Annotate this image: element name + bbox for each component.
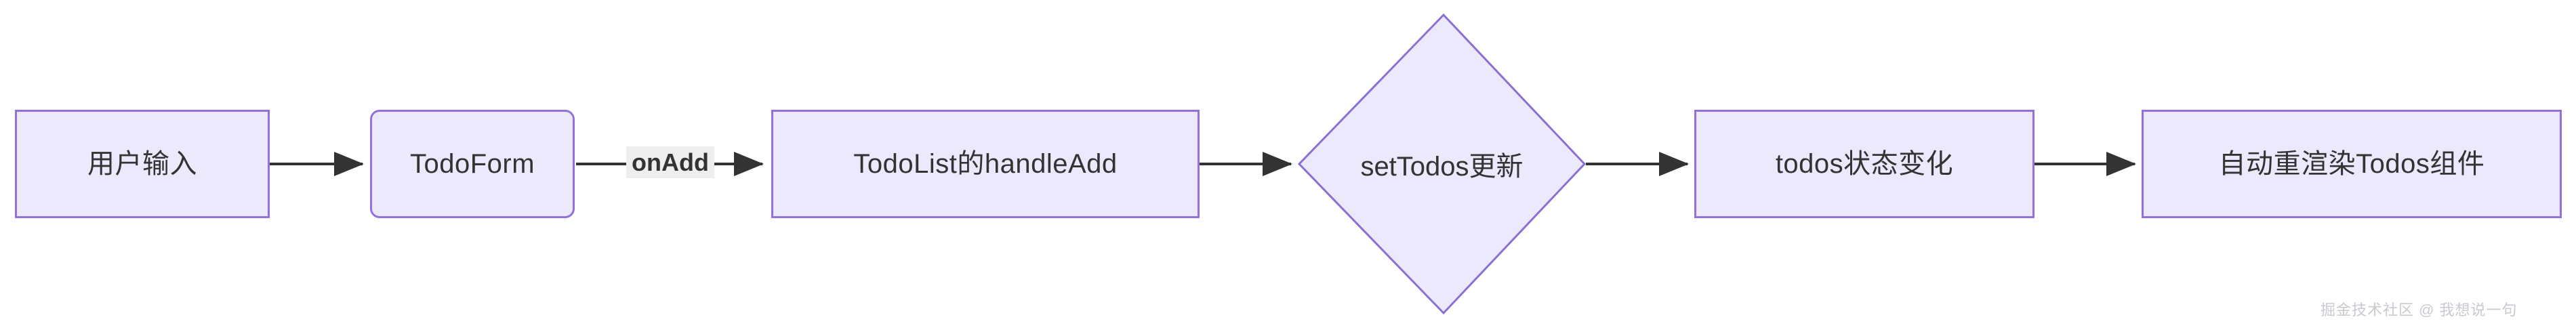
node-todolist-handleadd[interactable]: TodoList的handleAdd <box>771 110 1200 218</box>
watermark: 掘金技术社区 @ 我想说一句 <box>2321 302 2518 318</box>
node-label-todoform: TodoForm <box>409 149 535 179</box>
node-user-input[interactable]: 用户输入 <box>15 110 270 218</box>
node-label-settodos-update: setTodos更新 <box>1360 152 1524 182</box>
edge-label-onadd-text: onAdd <box>632 148 709 176</box>
node-shape-diamond-settodos[interactable] <box>1297 13 1587 315</box>
node-todos-state-change[interactable]: todos状态变化 <box>1694 110 2035 218</box>
node-label-todos-state-change: todos状态变化 <box>1775 149 1954 179</box>
node-label-user-input: 用户输入 <box>87 149 197 179</box>
edge-label-onadd: onAdd <box>626 146 714 179</box>
node-todoform[interactable]: TodoForm <box>370 110 575 218</box>
node-auto-rerender-todos[interactable]: 自动重渲染Todos组件 <box>2142 110 2562 218</box>
node-label-todolist-handleadd: TodoList的handleAdd <box>853 149 1118 179</box>
node-settodos-update[interactable]: setTodos更新 <box>1299 15 1585 313</box>
node-label-auto-rerender-todos: 自动重渲染Todos组件 <box>2218 149 2485 179</box>
